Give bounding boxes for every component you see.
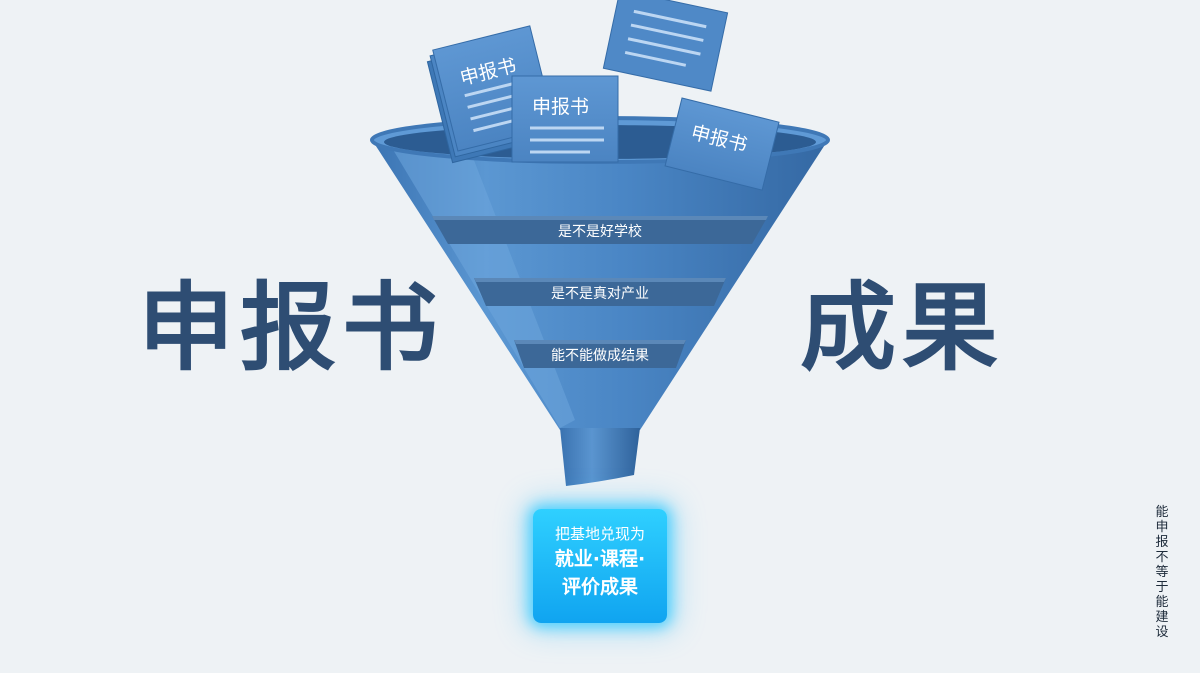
output-box: 把基地兑现为 就业·课程· 评价成果 xyxy=(533,509,667,623)
input-title: 申报书 xyxy=(138,272,444,384)
filter-label-1: 是不是好学校 xyxy=(558,223,642,240)
falling-document xyxy=(602,0,729,92)
output-line-2: 就业·课程· xyxy=(554,548,646,570)
side-note: 能申报不等于能建设 xyxy=(1155,505,1169,640)
output-line-3: 评价成果 xyxy=(561,576,638,598)
filter-band-3 xyxy=(514,340,686,368)
document-center xyxy=(511,75,619,163)
document-right xyxy=(664,97,780,191)
output-line-1: 把基地兑现为 xyxy=(554,525,645,543)
funnel-spout xyxy=(560,428,640,486)
filter-band-2 xyxy=(474,278,726,306)
document-label-2: 申报书 xyxy=(532,96,589,118)
filter-band-1 xyxy=(432,216,768,244)
result-title: 成果 xyxy=(800,272,1004,384)
filter-label-2: 是不是真对产业 xyxy=(551,286,649,302)
filter-label-3: 能不能做成结果 xyxy=(551,348,649,364)
